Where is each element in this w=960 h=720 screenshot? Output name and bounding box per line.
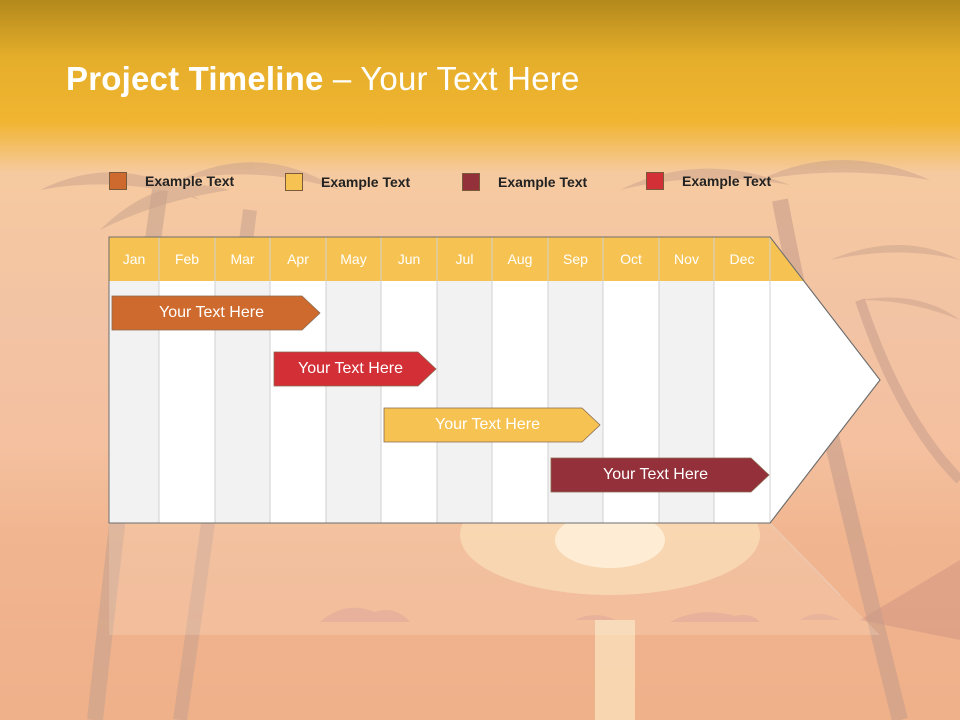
month-label-aug: Aug (507, 251, 533, 267)
task-bars (111, 295, 770, 493)
month-column (492, 281, 548, 523)
task-bar-4 (550, 457, 770, 493)
task-bar-2 (273, 351, 437, 387)
legend-swatch (646, 172, 664, 190)
month-label-jun: Jun (397, 251, 421, 267)
legend-item-4: Example Text (646, 170, 771, 192)
task-label-4: Your Text Here (603, 466, 708, 483)
month-label-nov: Nov (674, 251, 699, 267)
month-label-may: May (340, 251, 367, 267)
legend-label: Example Text (498, 174, 588, 190)
month-label-jan: Jan (122, 251, 146, 267)
month-header-band (109, 237, 804, 281)
task-label-3: Your Text Here (435, 416, 540, 433)
timeline-outline (108, 236, 881, 524)
title-subtitle: – Your Text Here (323, 60, 580, 97)
legend-swatch (109, 172, 127, 190)
month-label-feb: Feb (174, 251, 200, 267)
month-label-mar: Mar (230, 251, 255, 267)
reflection-edge (769, 522, 841, 596)
legend-label: Example Text (321, 174, 411, 190)
slide-title: Project Timeline – Your Text Here (66, 60, 580, 98)
legend-swatch (285, 173, 303, 191)
month-label-jul: Jul (455, 251, 474, 267)
task-label-2: Your Text Here (298, 360, 403, 377)
task-label-1: Your Text Here (159, 304, 264, 321)
legend-label: Example Text (145, 173, 235, 189)
legend-swatch (462, 173, 480, 191)
legend-label: Example Text (682, 173, 772, 189)
month-label-apr: Apr (287, 251, 309, 267)
legend-item-1: Example Text (109, 170, 234, 192)
month-label-dec: Dec (729, 251, 755, 267)
legend-item-3: Example Text (462, 171, 587, 193)
legend-item-2: Example Text (285, 171, 410, 193)
title-main: Project Timeline (66, 60, 324, 97)
task-bar-3 (383, 407, 601, 443)
month-column (326, 281, 381, 523)
month-label-sep: Sep (563, 251, 588, 267)
month-column (381, 281, 437, 523)
month-column (437, 281, 492, 523)
task-bar-1 (111, 295, 321, 331)
timeline-reflection (109, 523, 880, 635)
month-label-oct: Oct (620, 251, 642, 267)
